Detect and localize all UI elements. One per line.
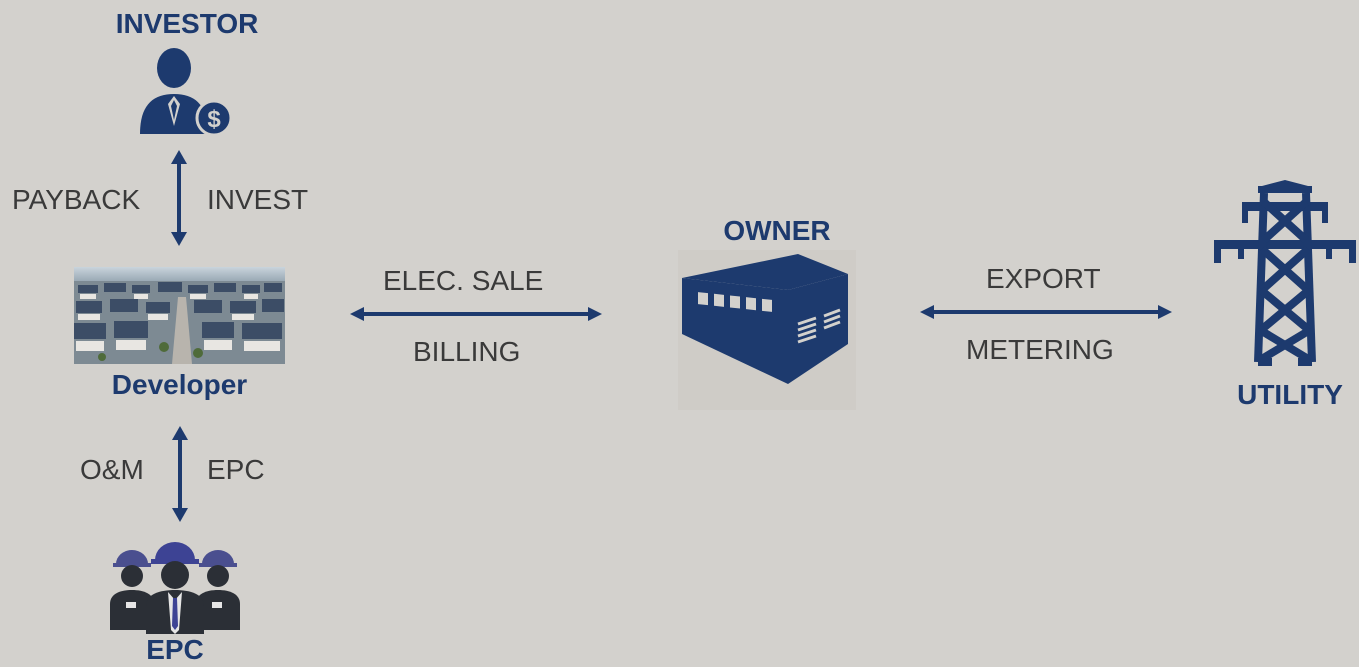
developer-photo (74, 267, 285, 364)
billing-label: BILLING (413, 336, 521, 367)
investor-label: INVESTOR (115, 8, 259, 39)
epc-label: EPC (146, 634, 204, 665)
svg-text:$: $ (207, 106, 221, 133)
invest-label: INVEST (207, 184, 309, 215)
om-label: O&M (80, 454, 144, 485)
epc-flow-label: EPC (207, 454, 265, 485)
owner-label: OWNER (723, 215, 831, 246)
export-metering-arrow (920, 305, 1172, 319)
om-epc-arrow (172, 426, 188, 522)
investor-icon: $ (140, 48, 233, 137)
transmission-tower-icon (1214, 180, 1356, 366)
elec-sale-label: ELEC. SALE (383, 265, 544, 296)
metering-label: METERING (966, 334, 1114, 365)
developer-label: Developer (111, 369, 248, 400)
payback-label: PAYBACK (12, 184, 141, 215)
payback-invest-arrow (171, 150, 187, 246)
epc-engineers-icon (110, 542, 240, 634)
elec-sale-billing-arrow (350, 307, 602, 321)
utility-label: UTILITY (1237, 379, 1343, 410)
owner-building-icon (678, 250, 856, 410)
export-label: EXPORT (986, 263, 1101, 294)
